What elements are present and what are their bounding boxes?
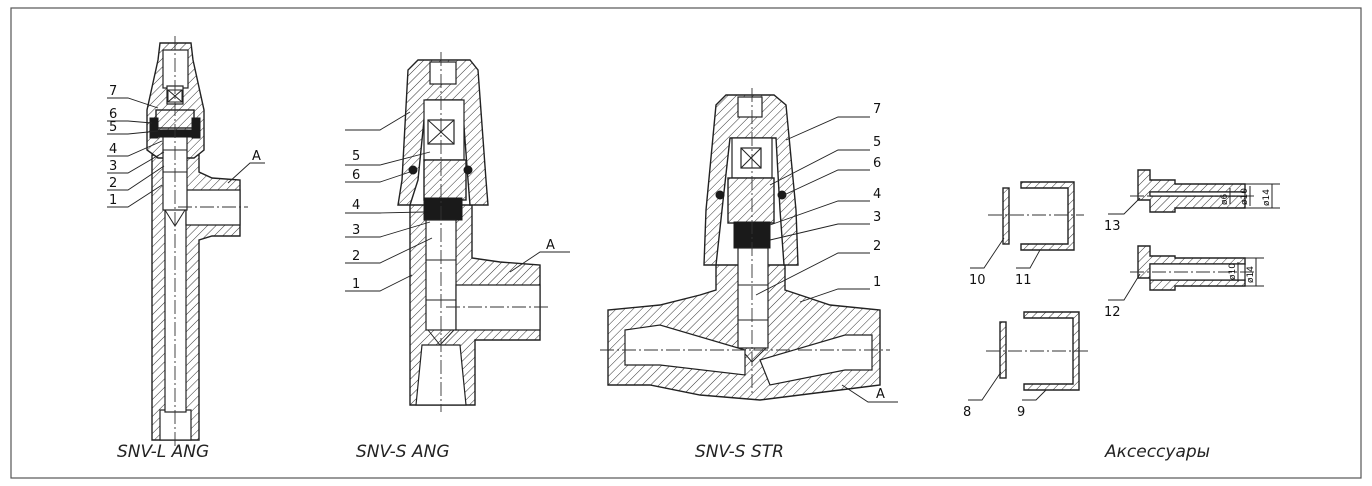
snv-s-ang-label-5: 5 (352, 149, 360, 164)
drawing-frame (10, 7, 1362, 479)
snv-s-str-label-1: 1 (873, 275, 881, 290)
snv-s-str-drawing (600, 88, 890, 401)
caption-snv-s-ang: SNV-S ANG (356, 442, 450, 462)
snv-s-str-leaders: 7 5 6 4 3 2 1 A (755, 102, 898, 403)
accessory-label-13: 13 (1104, 219, 1121, 234)
snv-s-str-label-6: 6 (873, 156, 881, 171)
accessory-label-12: 12 (1104, 305, 1121, 320)
snv-s-ang-label-6: 6 (352, 168, 360, 183)
snv-l-ang-leaders: 7 6 5 4 3 2 1 A (107, 84, 265, 208)
accessory-label-8: 8 (963, 405, 971, 420)
dim-d10-nipple-13: ø10 (1240, 188, 1250, 205)
snv-l-ang-label-6: 6 (109, 107, 117, 122)
snv-s-ang-label-a: A (546, 238, 555, 253)
accessory-label-11: 11 (1015, 273, 1032, 288)
snv-s-ang-label-3: 3 (352, 223, 360, 238)
snv-s-str-label-3: 3 (873, 210, 881, 225)
snv-s-ang-label-1: 1 (352, 277, 360, 292)
dim-d6-nipple-13: ø6 (1220, 193, 1230, 205)
snv-l-ang-label-2: 2 (109, 176, 117, 191)
dim-d10-nipple-12: ø10 (1228, 263, 1238, 280)
snv-l-ang-label-4: 4 (109, 142, 117, 157)
snv-s-str-label-7: 7 (873, 102, 881, 117)
dim-d14-nipple-12: ø14 (1246, 266, 1256, 283)
caption-accessories: Аксессуары (1104, 442, 1210, 462)
caption-snv-s-str: SNV-S STR (695, 442, 784, 462)
snv-l-ang-label-5: 5 (109, 120, 117, 135)
snv-s-str-label-a: A (876, 387, 885, 402)
snv-s-str-label-5: 5 (873, 135, 881, 150)
snv-l-ang-label-3: 3 (109, 159, 117, 174)
accessories-leaders: 10 11 8 9 13 12 (963, 197, 1141, 420)
snv-s-ang-label-4: 4 (352, 198, 360, 213)
accessories-dimensions: ø6 ø10 ø14 ø10 ø14 (1220, 188, 1272, 283)
snv-l-ang-label-1: 1 (109, 193, 117, 208)
snv-s-ang-label-2: 2 (352, 249, 360, 264)
snv-s-str-label-2: 2 (873, 239, 881, 254)
snv-s-ang-drawing (397, 52, 548, 412)
snv-s-str-label-4: 4 (873, 187, 881, 202)
accessory-label-9: 9 (1017, 405, 1025, 420)
accessories-drawing (986, 169, 1280, 391)
caption-snv-l-ang: SNV-L ANG (117, 442, 209, 462)
dim-d14-nipple-13: ø14 (1262, 189, 1272, 206)
accessory-label-10: 10 (969, 273, 986, 288)
snv-l-ang-label-a: A (252, 149, 261, 164)
snv-l-ang-drawing (146, 36, 248, 446)
snv-l-ang-label-7: 7 (109, 84, 117, 99)
snv-s-ang-leaders: 5 6 4 3 2 1 A (345, 111, 570, 292)
